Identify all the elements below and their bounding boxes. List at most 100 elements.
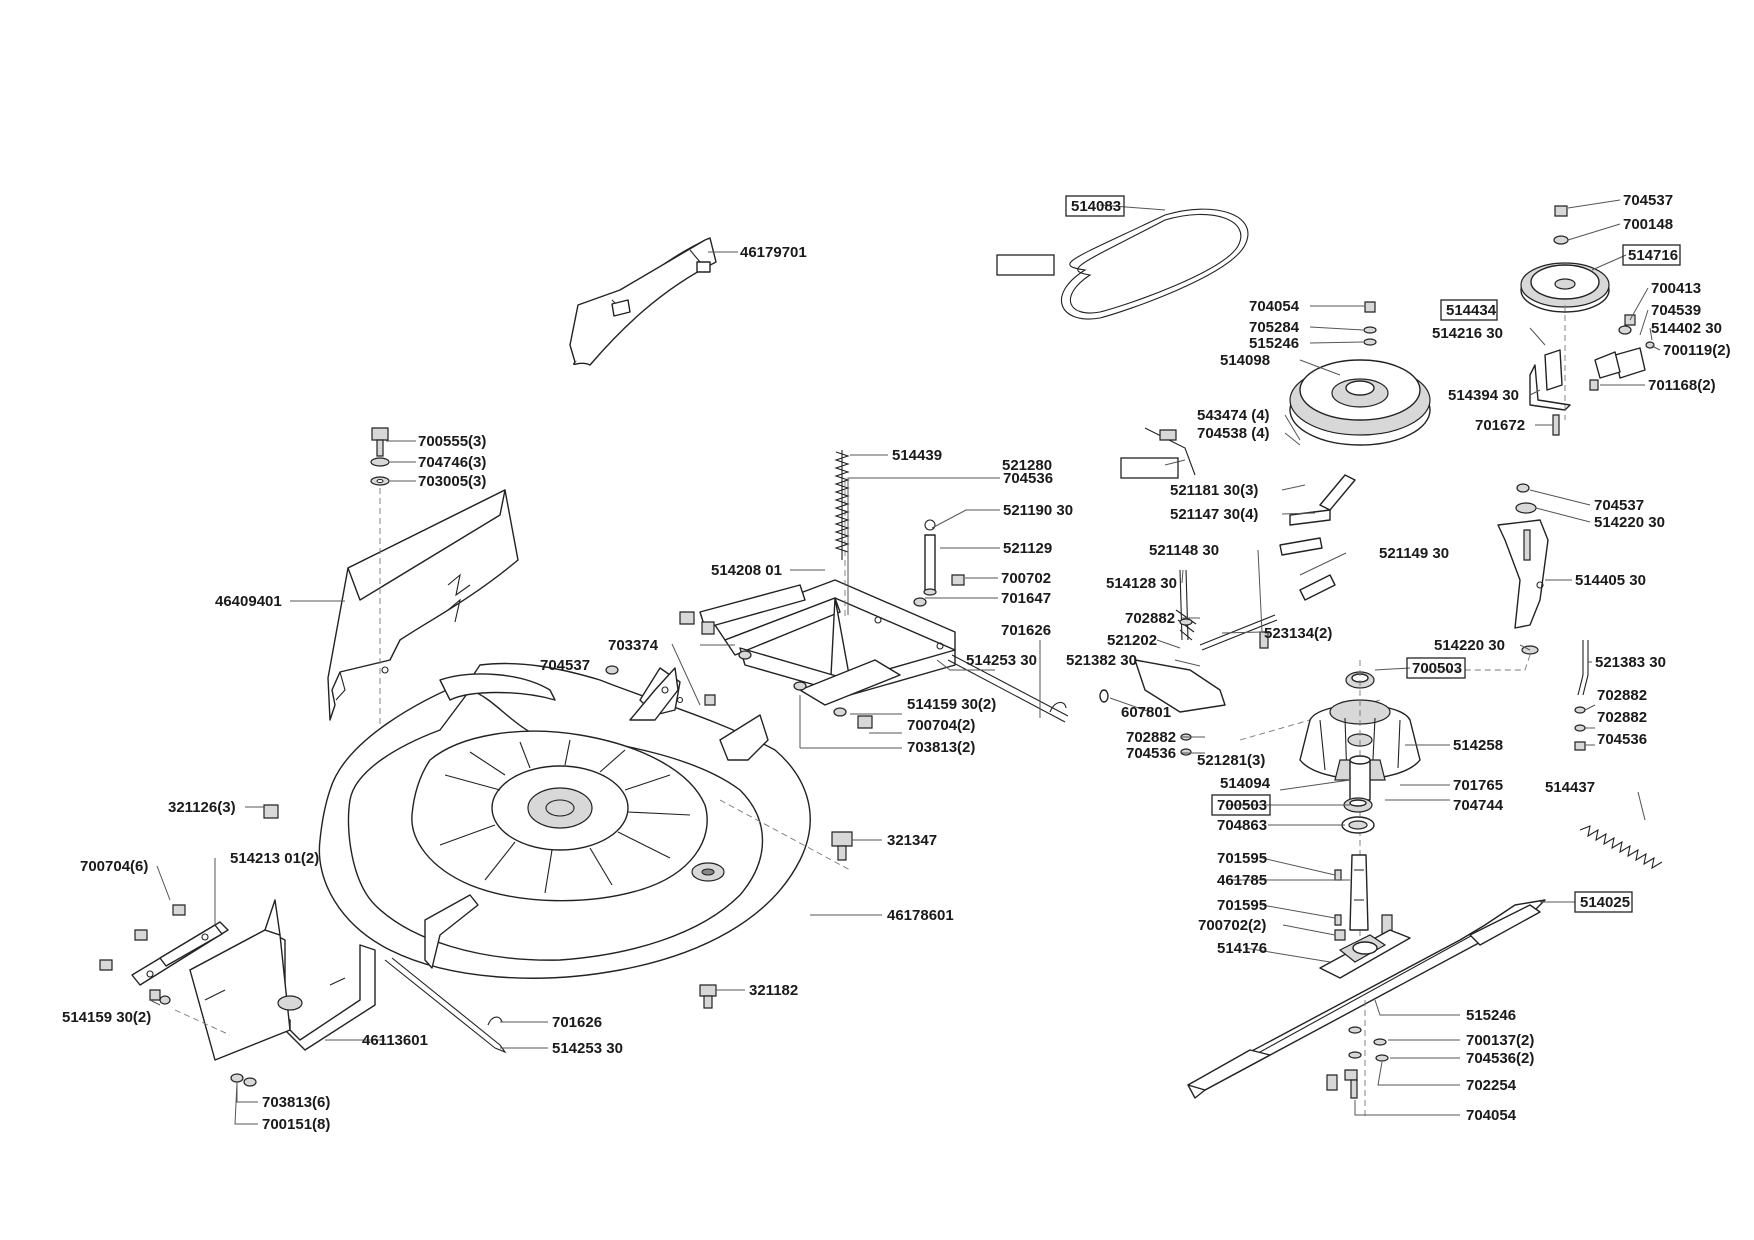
label-701765: 701765 — [1453, 777, 1503, 794]
label-704536-c: 704536 — [1597, 731, 1647, 748]
frame-hardware-part — [679, 611, 873, 729]
label-704536-2: 704536(2) — [1466, 1050, 1534, 1067]
label-705284: 705284 — [1249, 319, 1300, 336]
label-700555-3: 700555(3) — [418, 433, 486, 450]
label-515246-a: 515246 — [1249, 335, 1299, 352]
label-701647: 701647 — [1001, 590, 1051, 607]
pivot-bolt-part — [913, 519, 965, 607]
label-701168-2: 701168(2) — [1648, 377, 1716, 394]
label-521129: 521129 — [1003, 540, 1052, 557]
label-704537-c: 704537 — [1594, 497, 1644, 514]
label-704746-3: 704746(3) — [418, 454, 486, 471]
label-704539: 704539 — [1651, 302, 1701, 319]
label-701595-b: 701595 — [1217, 897, 1267, 914]
label-704538-4: 704538 (4) — [1197, 425, 1270, 442]
label-321347: 321347 — [887, 832, 937, 849]
v-belt-part — [1060, 208, 1249, 320]
strap-part — [99, 904, 257, 1087]
label-521181-30-3: 521181 30(3) — [1170, 482, 1258, 499]
label-514159-30-2-a: 514159 30(2) — [907, 696, 996, 713]
label-703374: 703374 — [608, 637, 659, 654]
deflector-part — [327, 489, 519, 721]
label-523134-2: 523134(2) — [1264, 625, 1332, 642]
label-702882-b: 702882 — [1126, 729, 1176, 746]
label-514176: 514176 — [1217, 940, 1267, 957]
label-702882-a: 702882 — [1125, 610, 1175, 627]
label-514094: 514094 — [1220, 775, 1271, 792]
left-bracket-part — [174, 899, 376, 1061]
label-514220-30-b: 514220 30 — [1434, 637, 1505, 654]
label-543474-4: 543474 (4) — [1197, 407, 1270, 424]
blade-bolt-stack-part — [1326, 1000, 1389, 1120]
label-321182: 321182 — [749, 982, 798, 999]
label-514208-01: 514208 01 — [711, 562, 782, 579]
label-702882-c: 702882 — [1597, 687, 1647, 704]
label-514128-30: 514128 30 — [1106, 575, 1177, 592]
label-700503-a: 700503 — [1412, 660, 1462, 677]
label-514216-30: 514216 30 — [1432, 325, 1503, 342]
label-515246-b: 515246 — [1466, 1007, 1516, 1024]
label-514083: 514083 — [1071, 198, 1121, 215]
deck-housing-part — [318, 662, 851, 979]
leader-lines — [149, 199, 1661, 1125]
label-514434: 514434 — [1446, 302, 1497, 319]
label-514220-30-a: 514220 30 — [1594, 514, 1665, 531]
label-514405-30: 514405 30 — [1575, 572, 1646, 589]
label-704537-a: 704537 — [540, 657, 590, 674]
label-701626-a: 701626 — [1001, 622, 1051, 639]
chute-guard-part — [569, 237, 717, 366]
label-700119-2: 700119(2) — [1663, 342, 1731, 359]
label-521190-30: 521190 30 — [1003, 502, 1073, 519]
label-700503-b: 700503 — [1217, 797, 1267, 814]
label-521149-30: 521149 30 — [1379, 545, 1449, 562]
blade-holder-part — [1319, 929, 1411, 979]
label-514402-30: 514402 30 — [1651, 320, 1722, 337]
label-704536-a: 704536 — [1003, 470, 1053, 487]
label-46409401: 46409401 — [215, 593, 282, 610]
label-704536-b: 704536 — [1126, 745, 1176, 762]
label-703813-2: 703813(2) — [907, 739, 975, 756]
label-514716: 514716 — [1628, 247, 1678, 264]
label-704054-b: 704054 — [1466, 1107, 1517, 1124]
label-46113601: 46113601 — [362, 1032, 428, 1049]
label-700151-8: 700151(8) — [262, 1116, 330, 1133]
label-704537-b: 704537 — [1623, 192, 1673, 209]
label-702882-d: 702882 — [1597, 709, 1647, 726]
label-521382-30: 521382 30 — [1066, 652, 1137, 669]
label-514253-30-b: 514253 30 — [552, 1040, 623, 1057]
rod-bottom-part — [384, 957, 507, 1054]
label-521202: 521202 — [1107, 632, 1157, 649]
label-702254: 702254 — [1466, 1077, 1517, 1094]
label-701595-a: 701595 — [1217, 850, 1267, 867]
spring-top-part — [834, 450, 850, 560]
label-514253-30-a: 514253 30 — [966, 652, 1037, 669]
mount-bracket-part — [629, 667, 679, 721]
part-labels: 46179701 700555(3) 704746(3) 703005(3) 4… — [62, 192, 1731, 1133]
blade-part — [1187, 899, 1546, 1099]
label-514439: 514439 — [892, 447, 942, 464]
label-700137-2: 700137(2) — [1466, 1032, 1534, 1049]
small-hardware-part — [263, 665, 853, 1009]
label-701626-b: 701626 — [552, 1014, 602, 1031]
label-514098: 514098 — [1220, 352, 1270, 369]
label-704863: 704863 — [1217, 817, 1267, 834]
label-461785: 461785 — [1217, 872, 1267, 889]
label-514394-30: 514394 30 — [1448, 387, 1519, 404]
label-703813-6: 703813(6) — [262, 1094, 330, 1111]
label-703005-3: 703005(3) — [418, 473, 486, 490]
label-514437: 514437 — [1545, 779, 1595, 796]
boxed-part-frames — [996, 195, 1681, 913]
label-46179701: 46179701 — [740, 244, 807, 261]
label-700702-2: 700702(2) — [1198, 917, 1266, 934]
label-700413: 700413 — [1651, 280, 1701, 297]
bolt-stack-left — [370, 427, 390, 760]
label-704054-a: 704054 — [1249, 298, 1300, 315]
label-521281-3: 521281(3) — [1197, 752, 1265, 769]
pulley-main-part — [1289, 301, 1431, 446]
label-521383-30: 521383 30 — [1595, 654, 1666, 671]
label-521280: 521280 — [1002, 457, 1052, 474]
label-514159-30-2-b: 514159 30(2) — [62, 1009, 151, 1026]
label-700148: 700148 — [1623, 216, 1673, 233]
lift-frame-part — [699, 480, 956, 706]
label-521147-30-4: 521147 30(4) — [1170, 506, 1258, 523]
